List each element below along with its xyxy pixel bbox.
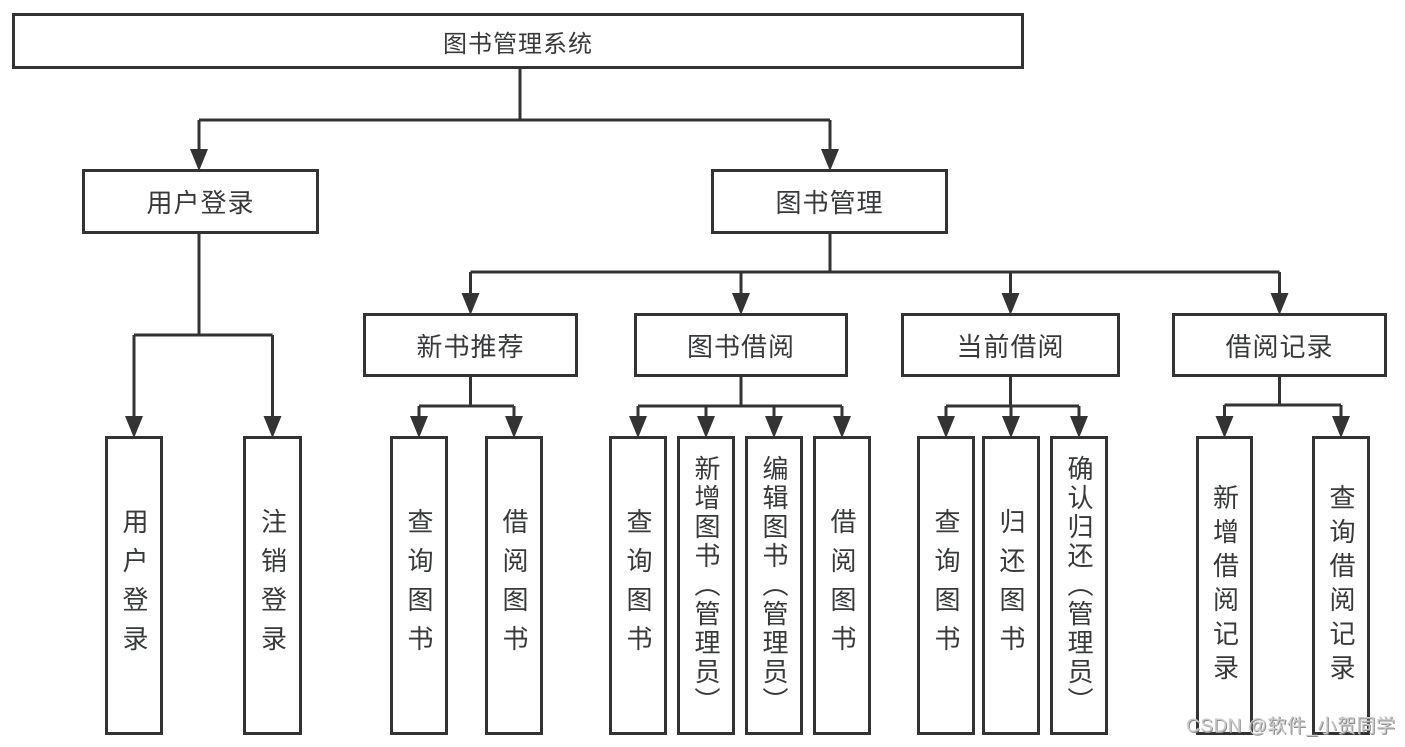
leaf-edit-book-admin: 编辑图书（管理员）: [745, 436, 803, 735]
leaf-confirm-return-admin: 确认归还（管理员）: [1050, 436, 1108, 735]
connector-borrow-records-to-leaves: [1223, 377, 1343, 419]
leaf-logout-label: 注销登录: [257, 507, 288, 664]
node-current-borrow-label: 当前借阅: [956, 331, 1065, 362]
node-current-borrow: 当前借阅: [901, 313, 1120, 377]
leaf-query-books-recommend: 查询图书: [390, 436, 448, 735]
leaf-borrow-books-recommend: 借阅图书: [485, 436, 543, 735]
leaf-edit-book-admin-label: 编辑图书（管理员）: [759, 455, 789, 716]
connector-root-to-level2: [197, 69, 832, 152]
node-book-borrow-label: 图书借阅: [686, 331, 795, 362]
node-borrow-records-label: 借阅记录: [1225, 331, 1334, 362]
leaf-user-login-label: 用户登录: [119, 507, 149, 664]
connector-new-book-recommend-to-leaves: [417, 377, 516, 419]
node-root: 图书管理系统: [12, 13, 1024, 69]
node-book-borrow: 图书借阅: [634, 313, 848, 377]
leaf-return-book-label: 归还图书: [996, 507, 1026, 664]
leaf-add-borrow-record-label: 新增借阅记录: [1209, 483, 1240, 688]
leaf-borrow-books: 借阅图书: [813, 436, 871, 735]
leaf-user-login: 用户登录: [105, 436, 163, 735]
connector-user-login-to-leaves: [132, 234, 274, 419]
node-new-book-recommend: 新书推荐: [363, 313, 578, 377]
leaf-logout: 注销登录: [243, 436, 302, 735]
csdn-watermark: CSDN @软件_小贺同学: [1186, 716, 1396, 737]
node-borrow-records: 借阅记录: [1172, 313, 1387, 377]
leaf-borrow-books-recommend-label: 借阅图书: [499, 507, 529, 664]
leaf-query-books-borrow-label: 查询图书: [623, 507, 653, 664]
node-book-management: 图书管理: [711, 169, 948, 234]
arrowheads: [125, 149, 1350, 438]
leaf-add-borrow-record: 新增借阅记录: [1196, 436, 1253, 735]
leaf-query-books-borrow: 查询图书: [609, 436, 667, 735]
leaf-add-book-admin: 新增图书（管理员）: [677, 436, 735, 735]
node-new-book-recommend-label: 新书推荐: [416, 331, 525, 362]
connector-current-borrow-to-leaves: [944, 377, 1081, 419]
node-book-management-label: 图书管理: [775, 188, 884, 218]
leaf-borrow-books-label: 借阅图书: [827, 507, 857, 664]
leaf-query-books-recommend-label: 查询图书: [404, 507, 434, 664]
connector-book-borrow-to-leaves: [636, 377, 844, 419]
node-user-login: 用户登录: [82, 169, 319, 234]
node-root-label: 图书管理系统: [443, 30, 593, 58]
connector-book-management-to-level3: [469, 234, 1281, 296]
leaf-add-book-admin-label: 新增图书（管理员）: [691, 455, 721, 716]
leaf-return-book: 归还图书: [982, 436, 1040, 735]
node-user-login-label: 用户登录: [146, 188, 255, 218]
leaf-query-books-current-label: 查询图书: [931, 507, 961, 664]
leaf-query-borrow-record: 查询借阅记录: [1312, 436, 1370, 735]
leaf-query-books-current: 查询图书: [917, 436, 975, 735]
leaf-confirm-return-admin-label: 确认归还（管理员）: [1064, 455, 1094, 716]
leaf-query-borrow-record-label: 查询借阅记录: [1326, 483, 1356, 688]
